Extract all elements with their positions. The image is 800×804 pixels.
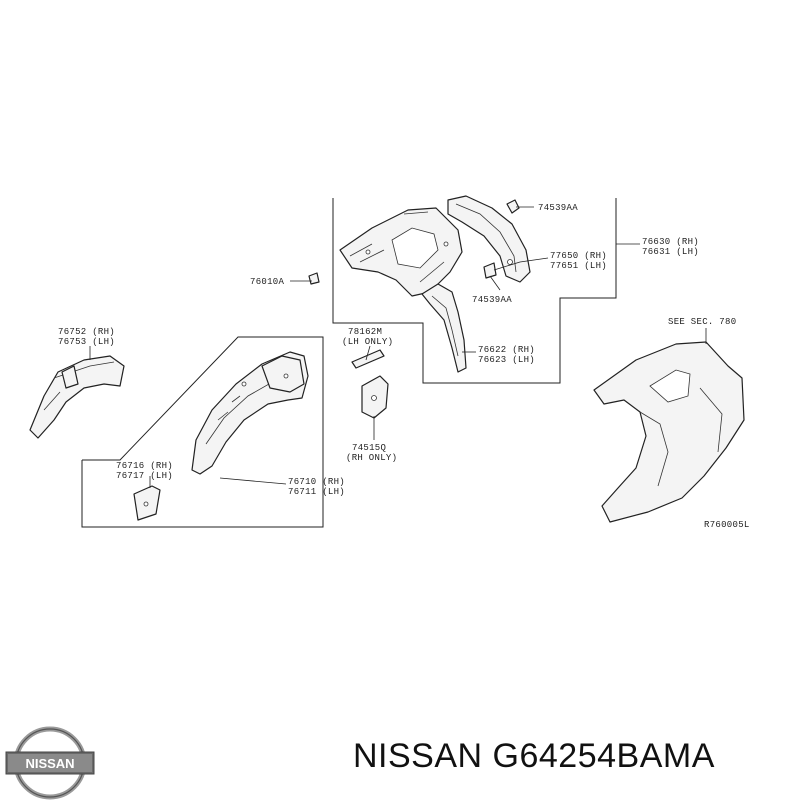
- label-76630: 76630 (RH): [642, 237, 699, 247]
- label-76753: 76753 (LH): [58, 337, 115, 347]
- bracket-74515q-part: [361, 375, 389, 419]
- label-76710: 76710 (RH): [288, 477, 345, 487]
- label-76716: 76716 (RH): [116, 461, 173, 471]
- clip-top: [506, 199, 520, 214]
- label-76622: 76622 (RH): [478, 345, 535, 355]
- leader-lines: [89, 206, 707, 488]
- body-side-panel: [593, 341, 745, 523]
- label-74539aa-mid: 74539AA: [472, 295, 512, 305]
- brace-part: [421, 283, 467, 373]
- inner-wheelhouse-part: [29, 355, 125, 439]
- reference-code: R760005L: [704, 520, 750, 530]
- lower-group-frame: [81, 336, 324, 528]
- label-78162m: 78162M: [348, 327, 382, 337]
- label-76010a: 76010A: [250, 277, 285, 287]
- part-number-caption: NISSAN G64254BAMA: [353, 737, 715, 775]
- label-76631: 76631 (LH): [642, 247, 699, 257]
- logo-text: NISSAN: [25, 756, 74, 771]
- label-76623: 76623 (LH): [478, 355, 535, 365]
- upper-wheelhouse-panel: [339, 207, 463, 297]
- nissan-logo: NISSAN: [5, 726, 95, 800]
- label-rh-only: (RH ONLY): [346, 453, 397, 463]
- label-see-sec: SEE SEC. 780: [668, 317, 736, 327]
- label-74515q: 74515Q: [352, 443, 386, 453]
- label-77650: 77650 (RH): [550, 251, 607, 261]
- label-74539aa-top: 74539AA: [538, 203, 578, 213]
- label-76717: 76717 (LH): [116, 471, 173, 481]
- clip-76010a: [308, 272, 320, 285]
- upper-group-frame: [332, 198, 617, 384]
- label-76752: 76752 (RH): [58, 327, 115, 337]
- label-77651: 77651 (LH): [550, 261, 607, 271]
- clip-mid: [483, 262, 497, 279]
- small-bracket-part: [133, 485, 161, 521]
- label-76711: 76711 (LH): [288, 487, 345, 497]
- seal-part: [351, 349, 385, 369]
- outer-wheelhouse-part: [191, 351, 309, 475]
- label-lh-only: (LH ONLY): [342, 337, 393, 347]
- rear-pillar-part: [447, 195, 531, 283]
